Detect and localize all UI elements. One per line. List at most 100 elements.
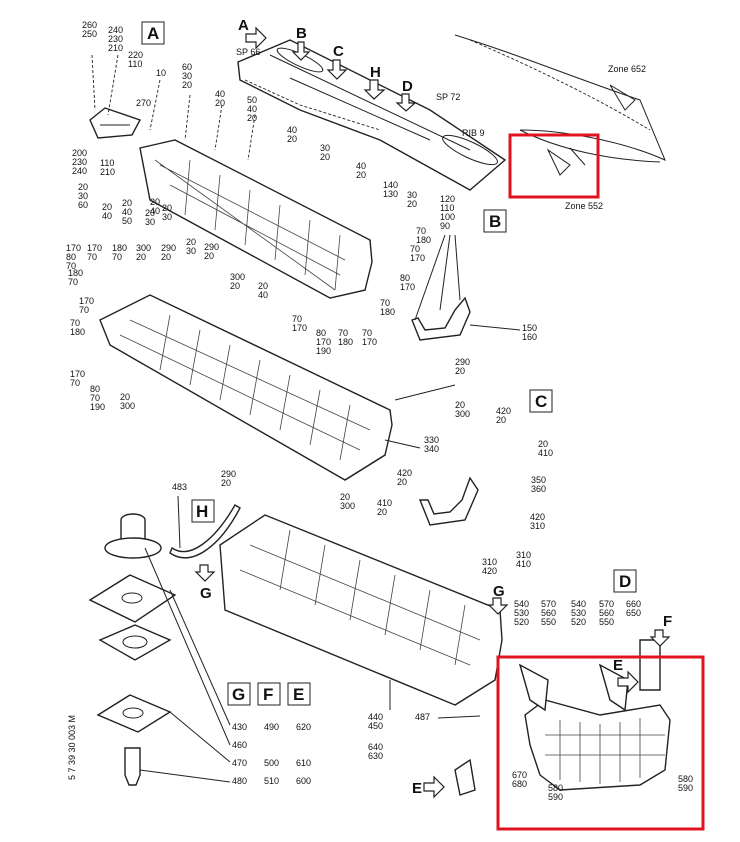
leader-lines: [91, 54, 521, 783]
highlight-zone-552: [508, 133, 600, 199]
arrow-letter-d: D: [402, 78, 413, 95]
legend-cell: 480: [232, 776, 247, 786]
arrow-d-icon: [395, 93, 417, 112]
box-label-d: D: [619, 572, 631, 591]
legend-cell: 620: [296, 722, 311, 732]
box-label-g: G: [232, 685, 245, 704]
plate-lower: [96, 694, 172, 733]
bolt: [124, 747, 141, 786]
arrow-letter-a: A: [238, 17, 249, 34]
arrow-letter-g-right: G: [493, 583, 505, 600]
box-label-f: F: [263, 685, 273, 704]
legend-cell: 470: [232, 758, 247, 768]
trough-upper: [139, 139, 373, 299]
box-label-c: C: [535, 392, 547, 411]
arrow-f-icon: [649, 629, 671, 647]
trough-lower: [219, 514, 503, 706]
zone-552-label: Zone 552: [565, 201, 603, 211]
arrow-letter-e-lower: E: [412, 780, 422, 797]
station-rib9: RIB 9: [462, 128, 485, 138]
arrow-e-upper-icon: [617, 670, 639, 694]
trough-middle: [99, 294, 393, 481]
station-sp66: SP 66: [236, 47, 260, 57]
arrow-letter-b: B: [296, 25, 307, 42]
box-label-h: H: [196, 502, 208, 521]
boxed-detail-labels: A B C D G F E H: [141, 21, 637, 706]
legend-cell: 610: [296, 758, 311, 768]
zone-652-label: Zone 652: [608, 64, 646, 74]
spar-rib-assembly: [237, 39, 507, 191]
box-label-e: E: [293, 685, 304, 704]
arrow-letter-c: C: [333, 43, 344, 60]
arrow-letter-g-left: G: [200, 585, 212, 602]
detail-d-assembly: [454, 639, 671, 796]
arrow-c-icon: [326, 59, 348, 80]
arrow-letter-h: H: [370, 64, 381, 81]
legend-cell: 460: [232, 740, 247, 750]
arrow-g-left-icon: [194, 564, 216, 582]
bracket-detail-a: [89, 107, 142, 139]
station-sp72: SP 72: [436, 92, 460, 102]
highlight-detail-d: [496, 655, 705, 831]
arrow-markers-top: A B C H D: [238, 17, 417, 112]
legend-cell: 430: [232, 722, 247, 732]
box-label-a: A: [147, 24, 159, 43]
drawing-id: 5 7 39 30 003 M: [67, 715, 77, 780]
washer-plate: [98, 624, 172, 661]
arrow-letter-f: F: [663, 613, 672, 630]
arrow-h-icon: [363, 79, 386, 100]
fitting-stack: [88, 513, 177, 786]
callout-c67: 487: [415, 712, 430, 722]
